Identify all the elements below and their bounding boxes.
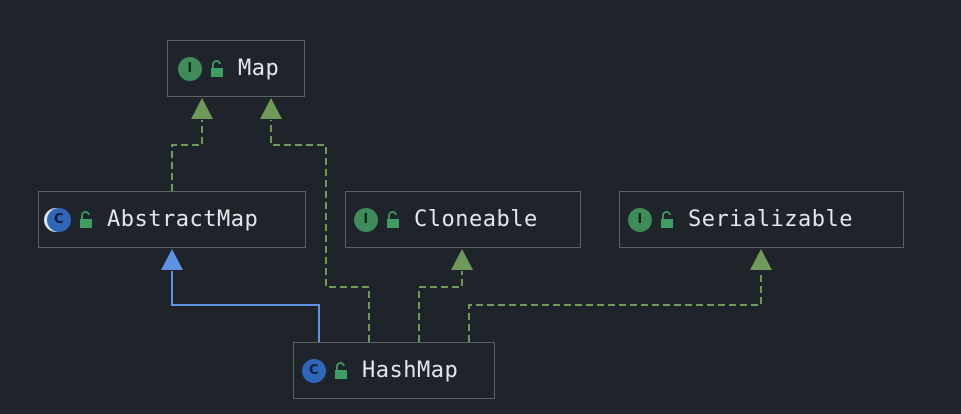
node-label: Cloneable — [414, 207, 538, 232]
arrowhead-abstractmap — [161, 249, 183, 270]
arrowhead-cloneable — [451, 249, 473, 270]
open-lock-icon — [211, 59, 223, 77]
edge-hashmap-extends-abstractmap — [171, 271, 320, 342]
abstract-class-icon: C — [47, 207, 71, 232]
node-label: Serializable — [688, 207, 853, 232]
node-abstractmap[interactable]: C AbstractMap — [38, 191, 306, 248]
edge-abstractmap-implements-map — [171, 120, 203, 191]
node-map[interactable]: I Map — [167, 40, 305, 97]
interface-icon: I — [354, 207, 378, 232]
arrowhead-map-right — [260, 98, 282, 119]
node-hashmap[interactable]: C HashMap — [293, 342, 495, 399]
open-lock-icon — [661, 210, 673, 228]
arrowhead-map-left — [191, 98, 213, 119]
edge-hashmap-implements-map — [270, 120, 370, 342]
edge-hashmap-implements-cloneable — [418, 271, 463, 342]
interface-icon: I — [178, 56, 202, 81]
arrowhead-serializable — [750, 249, 772, 270]
edge-hashmap-implements-serializable — [468, 271, 762, 342]
node-serializable[interactable]: I Serializable — [619, 191, 904, 248]
node-label: HashMap — [362, 358, 459, 383]
node-cloneable[interactable]: I Cloneable — [345, 191, 581, 248]
open-lock-icon — [387, 210, 399, 228]
interface-icon: I — [628, 207, 652, 232]
open-lock-icon — [80, 210, 92, 228]
node-label: Map — [238, 56, 280, 81]
node-label: AbstractMap — [107, 207, 259, 232]
class-icon: C — [302, 358, 326, 383]
open-lock-icon — [335, 361, 347, 379]
